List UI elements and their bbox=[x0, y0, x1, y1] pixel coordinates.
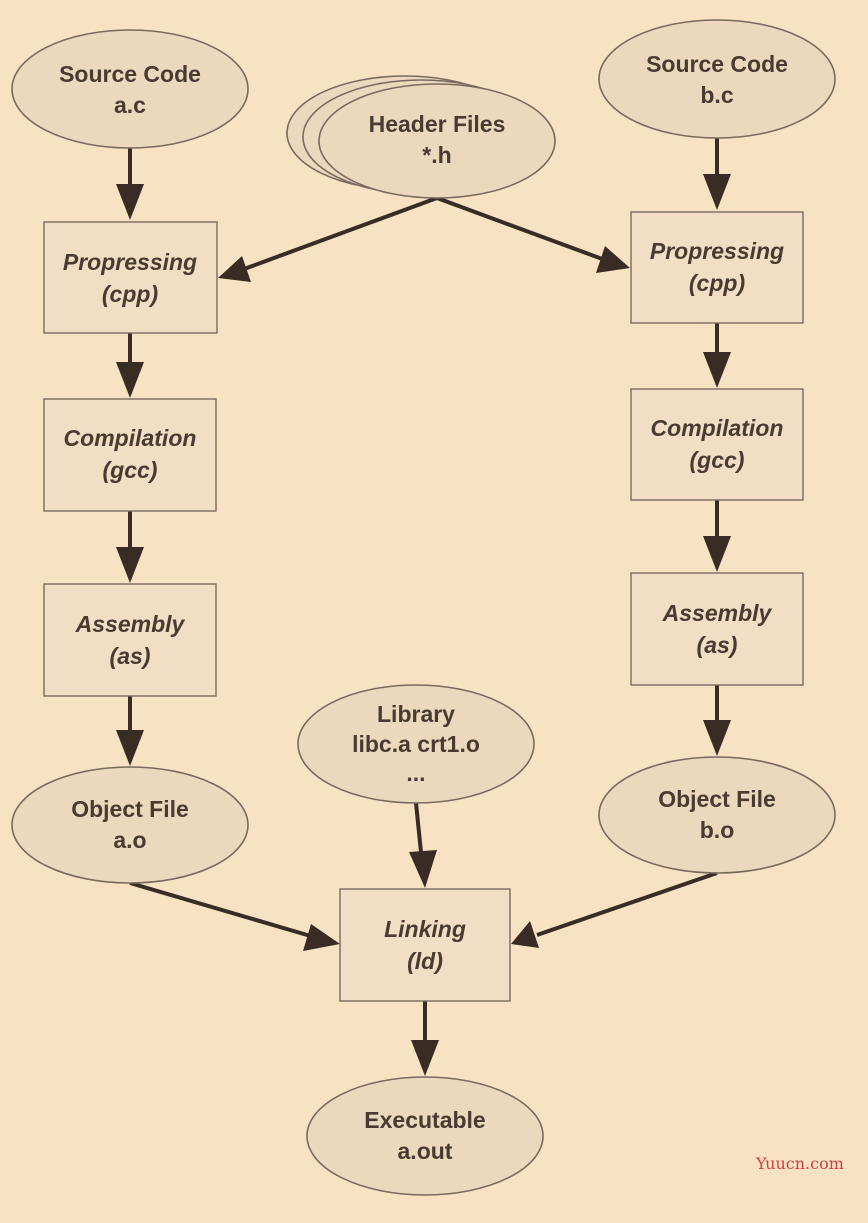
arrowhead bbox=[116, 547, 144, 583]
arrowhead bbox=[511, 921, 539, 948]
arrowhead bbox=[303, 924, 340, 951]
node-shape bbox=[630, 211, 804, 324]
node-label-line1: Source Code bbox=[646, 51, 788, 77]
node-label-line2: (cpp) bbox=[102, 281, 158, 307]
arrowhead bbox=[596, 246, 630, 273]
node-shape bbox=[306, 1076, 544, 1196]
node-label-line2: libc.a crt1.o bbox=[352, 731, 480, 757]
node-shape bbox=[11, 29, 249, 149]
node-label-line1: Compilation bbox=[651, 415, 784, 441]
node-obj-a: Object File a.o bbox=[11, 766, 249, 884]
node-label-line2: (gcc) bbox=[103, 457, 158, 483]
arrowhead bbox=[703, 720, 731, 756]
node-label-line1: Assembly bbox=[75, 611, 186, 637]
node-shape bbox=[598, 756, 836, 874]
node-shape bbox=[630, 572, 804, 686]
arrowhead bbox=[409, 850, 437, 888]
node-label-line1: Executable bbox=[364, 1107, 485, 1133]
node-label-line2: a.out bbox=[398, 1138, 453, 1164]
arrowhead bbox=[703, 174, 731, 210]
node-asm-a: Assembly (as) bbox=[43, 583, 217, 697]
edge-obj-b-to-link bbox=[536, 871, 718, 937]
node-shape bbox=[598, 19, 836, 139]
node-label-line1: Source Code bbox=[59, 61, 201, 87]
node-shape bbox=[43, 398, 217, 512]
node-source-a: Source Code a.c bbox=[11, 29, 249, 149]
node-pre-a: Propressing (cpp) bbox=[43, 221, 218, 334]
node-label-line1: Linking bbox=[384, 916, 466, 942]
node-label-line2: *.h bbox=[422, 142, 451, 168]
node-label-line2: (cpp) bbox=[689, 270, 745, 296]
node-label-line1: Propressing bbox=[63, 249, 197, 275]
arrowhead bbox=[116, 362, 144, 398]
node-comp-b: Compilation (gcc) bbox=[630, 388, 804, 501]
edge-headers-to-pre-b bbox=[436, 196, 606, 262]
node-headers: Header Files *.h bbox=[286, 75, 556, 199]
node-label-line1: Header Files bbox=[369, 111, 506, 137]
node-shape bbox=[11, 766, 249, 884]
arrowhead bbox=[116, 184, 144, 220]
node-label-line1: Library bbox=[377, 701, 455, 727]
arrowhead bbox=[218, 256, 251, 282]
node-shape bbox=[43, 221, 218, 334]
node-source-b: Source Code b.c bbox=[598, 19, 836, 139]
node-library: Library libc.a crt1.o ... bbox=[297, 684, 535, 804]
node-label-line2: (gcc) bbox=[690, 447, 745, 473]
node-asm-b: Assembly (as) bbox=[630, 572, 804, 686]
node-shape bbox=[297, 684, 535, 804]
watermark-text: Yuucn.com bbox=[755, 1154, 844, 1173]
edge-headers-to-pre-a bbox=[243, 196, 438, 271]
node-link: Linking (ld) bbox=[339, 888, 511, 1002]
node-exe: Executable a.out bbox=[306, 1076, 544, 1196]
node-label-line1: Compilation bbox=[64, 425, 197, 451]
node-shape bbox=[630, 388, 804, 501]
node-shape bbox=[43, 583, 217, 697]
arrowhead bbox=[411, 1040, 439, 1076]
edges bbox=[116, 138, 731, 1076]
node-label-line2: (ld) bbox=[407, 948, 443, 974]
node-label-line3: ... bbox=[406, 760, 425, 786]
node-label-line2: b.c bbox=[700, 82, 733, 108]
node-shape bbox=[339, 888, 511, 1002]
node-comp-a: Compilation (gcc) bbox=[43, 398, 217, 512]
node-obj-b: Object File b.o bbox=[598, 756, 836, 874]
node-label-line2: (as) bbox=[110, 643, 151, 669]
node-pre-b: Propressing (cpp) bbox=[630, 211, 804, 324]
node-label-line1: Propressing bbox=[650, 238, 784, 264]
node-label-line1: Assembly bbox=[662, 600, 773, 626]
node-label-line2: a.c bbox=[114, 92, 146, 118]
node-label-line1: Object File bbox=[658, 786, 776, 812]
node-shape bbox=[318, 83, 556, 199]
node-label-line2: (as) bbox=[697, 632, 738, 658]
arrowhead bbox=[703, 536, 731, 572]
node-label-line2: b.o bbox=[700, 817, 735, 843]
arrowhead bbox=[116, 730, 144, 766]
node-label-line1: Object File bbox=[71, 796, 189, 822]
edge-obj-a-to-link bbox=[129, 881, 315, 939]
arrowhead bbox=[703, 352, 731, 388]
node-label-line2: a.o bbox=[113, 827, 146, 853]
